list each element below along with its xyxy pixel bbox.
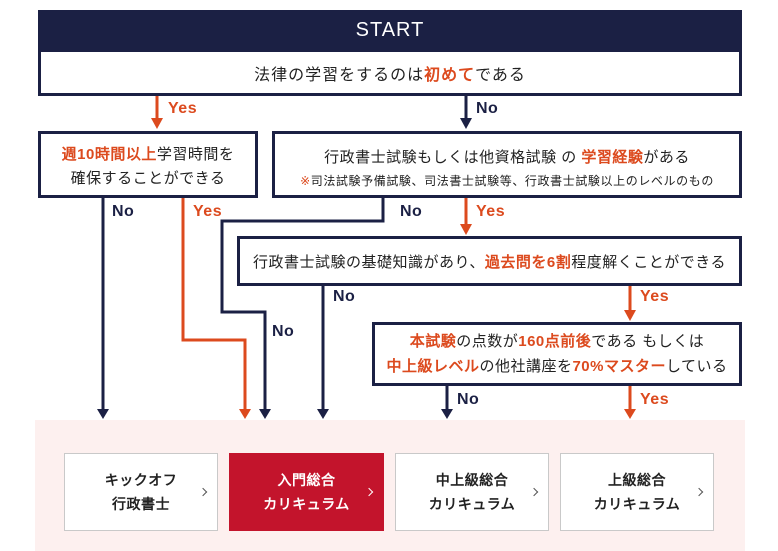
question-text: の他社講座を bbox=[479, 358, 573, 375]
edge-exam-score-no bbox=[441, 386, 453, 419]
chevron-right-icon bbox=[694, 487, 704, 497]
course-title-line: カリキュラム bbox=[593, 496, 681, 512]
edge-basic-knowledge-yes bbox=[624, 286, 636, 321]
highlight-text: 160点前後 bbox=[518, 333, 592, 350]
label-prior-experience-no-lower: No bbox=[272, 323, 295, 340]
question-text: の点数が bbox=[456, 333, 519, 350]
label-exam-score-yes: Yes bbox=[640, 391, 670, 408]
highlight-text: 中上級レベル bbox=[386, 358, 480, 375]
question-text: している bbox=[666, 358, 728, 375]
highlight-text: 学習経験 bbox=[581, 148, 644, 166]
course-title-line: キックオフ bbox=[104, 472, 178, 488]
question-first-time: 法律の学習をするのは初めてである bbox=[38, 49, 742, 96]
start-header: START bbox=[38, 10, 742, 51]
question-study-hours: 週10時間以上学習時間を 確保することができる bbox=[38, 131, 258, 198]
course-title-line: 上級総合 bbox=[608, 472, 666, 488]
label-exam-score-no: No bbox=[457, 391, 480, 408]
arrowhead bbox=[460, 224, 472, 235]
course-title-line: カリキュラム bbox=[428, 496, 516, 512]
edge-prior-experience-no bbox=[220, 198, 385, 419]
edge-study-hours-no bbox=[97, 198, 109, 419]
question-text: 学習時間を bbox=[156, 145, 235, 163]
question-basic-knowledge: 行政書士試験の基礎知識があり、過去問を6割程度解くことができる bbox=[237, 236, 742, 286]
label-basic-knowledge-no: No bbox=[333, 288, 356, 305]
highlight-text: 週10時間以上 bbox=[61, 145, 157, 163]
question-text: がある bbox=[643, 148, 690, 166]
label-study-hours-no: No bbox=[112, 203, 135, 220]
question-exam-score: 本試験の点数が160点前後である もしくは 中上級レベルの他社講座を70%マスタ… bbox=[372, 322, 742, 386]
question-text: である bbox=[475, 66, 526, 84]
course-title-line: 行政書士 bbox=[112, 496, 170, 512]
course-card-intermediate[interactable]: 中上級総合 カリキュラム bbox=[395, 453, 549, 531]
course-title-line: 入門総合 bbox=[277, 472, 336, 488]
question-text: 程度解くことができる bbox=[571, 253, 726, 271]
edge-prior-experience-yes bbox=[460, 198, 472, 235]
edge-basic-knowledge-no bbox=[317, 286, 329, 419]
highlight-text: 70%マスター bbox=[572, 358, 666, 375]
highlight-text: 本試験 bbox=[409, 333, 457, 350]
question-line: 本試験の点数が160点前後である もしくは bbox=[410, 329, 705, 354]
label-prior-experience-yes: Yes bbox=[476, 203, 506, 220]
note-mark: ※ bbox=[300, 173, 311, 188]
question-text: である もしくは bbox=[591, 333, 705, 350]
label-prior-experience-no: No bbox=[400, 203, 423, 220]
arrowhead bbox=[97, 409, 109, 419]
edge-line bbox=[220, 198, 385, 410]
arrowhead bbox=[151, 118, 163, 129]
course-title-line: 中上級総合 bbox=[435, 472, 509, 488]
edge-study-hours-yes bbox=[181, 198, 251, 419]
chevron-right-icon bbox=[364, 487, 374, 497]
edge-exam-score-yes bbox=[624, 386, 636, 419]
course-card-kickoff[interactable]: キックオフ 行政書士 bbox=[64, 453, 218, 531]
arrowhead bbox=[239, 409, 251, 419]
label-study-hours-yes: Yes bbox=[193, 203, 223, 220]
edge-first-time-no bbox=[460, 96, 472, 129]
arrowhead bbox=[317, 409, 329, 419]
edge-first-time-yes bbox=[151, 96, 163, 129]
question-text: 確保することができる bbox=[70, 169, 226, 187]
note-text: 司法試験予備試験、司法書士試験等、行政書士試験以上のレベルのもの bbox=[310, 173, 714, 188]
chevron-right-icon bbox=[198, 487, 208, 497]
question-text: 法律の学習をするのは bbox=[254, 66, 425, 84]
arrowhead bbox=[624, 409, 636, 419]
edge-line bbox=[181, 198, 247, 410]
question-line: 確保することができる bbox=[71, 167, 226, 191]
question-line: 週10時間以上学習時間を bbox=[62, 143, 235, 167]
question-text: 行政書士試験もしくは他資格試験 の bbox=[324, 148, 582, 166]
course-card-advanced[interactable]: 上級総合 カリキュラム bbox=[560, 453, 714, 531]
highlight-text: 初めて bbox=[424, 66, 476, 84]
arrowhead bbox=[460, 118, 472, 129]
question-line: 法律の学習をするのは初めてである bbox=[254, 61, 526, 85]
chevron-right-icon bbox=[529, 487, 539, 497]
arrowhead bbox=[441, 409, 453, 419]
question-line: 行政書士試験の基礎知識があり、過去問を6割程度解くことができる bbox=[253, 251, 726, 272]
question-line: 行政書士試験もしくは他資格試験 の 学習経験がある bbox=[324, 146, 690, 170]
course-title-line: カリキュラム bbox=[263, 496, 350, 512]
label-basic-knowledge-yes: Yes bbox=[640, 288, 670, 305]
label-first-time-yes: Yes bbox=[168, 100, 198, 117]
question-line: 中上級レベルの他社講座を70%マスターしている bbox=[386, 354, 727, 379]
arrowhead bbox=[259, 409, 271, 419]
course-card-beginner[interactable]: 入門総合 カリキュラム bbox=[229, 453, 384, 531]
arrowhead bbox=[624, 310, 636, 321]
label-first-time-no: No bbox=[476, 100, 499, 117]
question-text: 行政書士試験の基礎知識があり、 bbox=[253, 253, 485, 271]
question-note: ※司法試験予備試験、司法書士試験等、行政書士試験以上のレベルのもの bbox=[300, 172, 714, 190]
highlight-text: 過去問を6割 bbox=[484, 253, 572, 271]
question-prior-experience: 行政書士試験もしくは他資格試験 の 学習経験がある ※司法試験予備試験、司法書士… bbox=[272, 131, 742, 198]
